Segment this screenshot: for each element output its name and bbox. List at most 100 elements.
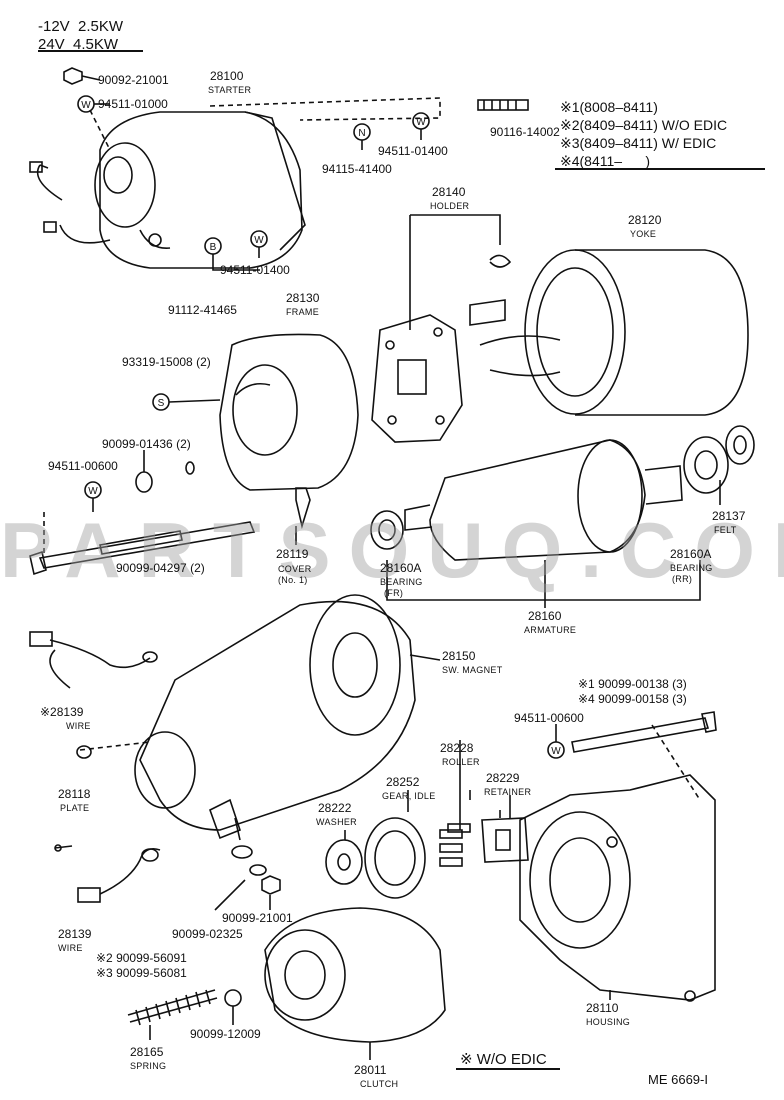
housing-illustration: [519, 774, 716, 1002]
part-name: ROLLER: [442, 757, 480, 767]
clutch-illustration: [264, 907, 446, 1043]
part-name: GEAR, IDLE: [382, 791, 436, 801]
wire-illustration: [29, 631, 161, 903]
roller-illustration: [439, 823, 471, 867]
part-label: ※1 90099-00138 (3): [578, 677, 687, 691]
part-name: WASHER: [316, 817, 357, 827]
armature-illustration: [370, 425, 755, 561]
part-label: 90099-01436 (2): [102, 437, 191, 451]
holder-illustration: [371, 214, 512, 443]
part-label: 28110: [586, 1001, 619, 1015]
diagram-code: ME 6669-I: [648, 1072, 708, 1087]
part-label: 28011: [354, 1063, 387, 1077]
part-label: 94511-00600: [514, 711, 584, 725]
washer-symbol: W: [254, 235, 264, 246]
bolt-symbol: B: [210, 242, 217, 253]
legend-1: ※1(8008–8411): [560, 99, 658, 115]
part-label: 28140: [432, 185, 466, 199]
part-name-2: (FR): [384, 588, 404, 598]
part-name: WIRE: [66, 721, 91, 731]
part-name-2: (RR): [672, 574, 693, 584]
screw-symbol: S: [158, 398, 165, 409]
part-label: 94511-01400: [220, 263, 290, 277]
washer-symbol: W: [88, 486, 98, 497]
ball-illustration: [224, 989, 242, 1007]
spec-12v: -12V 2.5KW: [38, 18, 124, 35]
part-label: 28130: [286, 291, 320, 305]
legend-underline: [555, 168, 765, 170]
part-label: 91112-41465: [168, 303, 237, 317]
part-name: HOUSING: [586, 1017, 631, 1027]
part-name-2: (No. 1): [278, 575, 308, 585]
part-name: FELT: [714, 525, 737, 535]
spec-24v: 24V 4.5KW: [38, 36, 119, 53]
part-label: 28160A: [670, 547, 712, 561]
part-label: ※3 90099-56081: [96, 966, 187, 980]
part-name: BEARING: [670, 563, 713, 573]
retainer-illustration: [481, 817, 529, 863]
spring-illustration: [127, 989, 218, 1026]
part-label: 90099-21001: [222, 911, 293, 925]
part-name: FRAME: [286, 307, 319, 317]
nut-symbol: N: [358, 128, 365, 139]
footer-underline: [456, 1068, 560, 1070]
part-label: 28222: [318, 801, 352, 815]
part-name: HOLDER: [430, 201, 470, 211]
long-bolt-illustration: [571, 711, 717, 753]
part-label: 28137: [712, 509, 746, 523]
nut-illustration: [63, 67, 83, 85]
part-label: ※4 90099-00158 (3): [578, 692, 687, 706]
part-label: 28160: [528, 609, 562, 623]
part-label: 28119: [276, 547, 309, 561]
part-label: 90099-04297 (2): [116, 561, 205, 575]
part-name: STARTER: [208, 85, 252, 95]
spec-underline: [38, 50, 143, 52]
part-label: 28228: [440, 741, 474, 755]
part-label: 94115-41400: [322, 162, 392, 176]
through-bolt-illustration: [29, 521, 256, 576]
part-name: SW. MAGNET: [442, 665, 503, 675]
stud-illustration: [477, 99, 529, 111]
part-label: 28120: [628, 213, 662, 227]
washer-symbol: W: [551, 746, 561, 757]
part-label: 28229: [486, 771, 520, 785]
part-label: 93319-15008 (2): [122, 355, 211, 369]
yoke-illustration: [479, 249, 749, 416]
part-label: 28118: [58, 787, 91, 801]
washer-symbol: W: [81, 100, 91, 111]
part-label: 90092-21001: [98, 73, 169, 87]
part-label: 90099-02325: [172, 927, 243, 941]
legend-4: ※4(8411– ): [560, 153, 651, 169]
part-label: 94511-01000: [98, 97, 168, 111]
part-label: ※2 90099-56091: [96, 951, 187, 965]
part-name: PLATE: [60, 803, 90, 813]
part-name: RETAINER: [484, 787, 532, 797]
legend-2: ※2(8409–8411) W/O EDIC: [560, 117, 728, 133]
part-label: 94511-01400: [378, 144, 448, 158]
part-label: 28100: [210, 69, 244, 83]
part-label: 28150: [442, 649, 476, 663]
part-label: 94511-00600: [48, 459, 118, 473]
part-label: 90116-14002: [490, 125, 560, 139]
footer-wo-edic: ※ W/O EDIC: [460, 1051, 547, 1068]
frame-illustration: [219, 333, 359, 491]
idle-gear-illustration: [364, 817, 426, 899]
part-name: CLUTCH: [360, 1079, 399, 1089]
magnet-switch-illustration: [134, 594, 416, 841]
part-label: 28252: [386, 775, 420, 789]
part-label: 28160A: [380, 561, 422, 575]
washer-28222-illustration: [325, 839, 363, 885]
washer-illustration: [135, 471, 153, 493]
washer-symbol: W: [416, 117, 426, 128]
cover-illustration: [295, 487, 311, 530]
part-name: ARMATURE: [524, 625, 577, 635]
starter-assembly-illustration: [29, 111, 306, 269]
part-name: BEARING: [380, 577, 423, 587]
part-label: 90099-12009: [190, 1027, 261, 1041]
plate-illustration: [76, 745, 92, 759]
part-name: COVER: [278, 564, 312, 574]
part-label: 28139: [58, 927, 92, 941]
legend-3: ※3(8409–8411) W/ EDIC: [560, 135, 717, 151]
